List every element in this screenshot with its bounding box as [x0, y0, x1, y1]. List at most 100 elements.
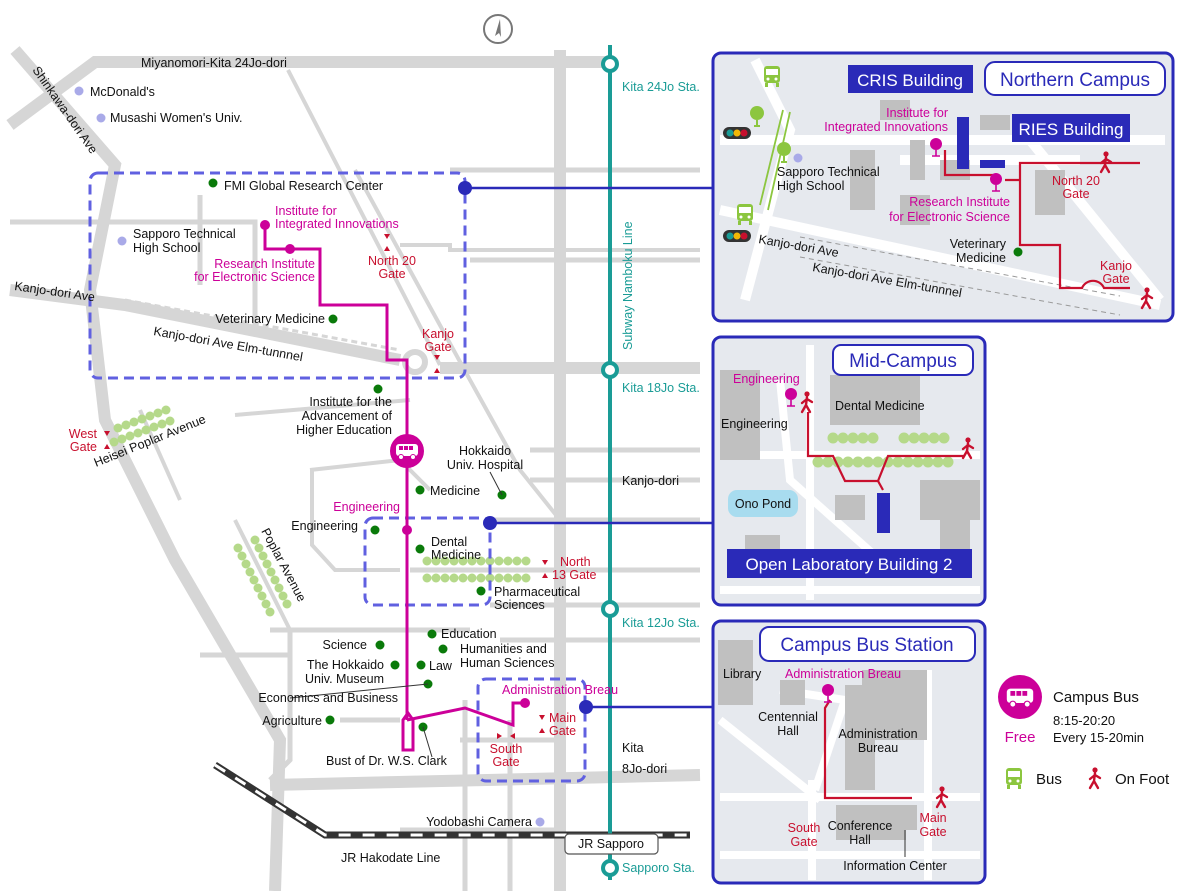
road-label-jr: JR Hakodate Line [341, 851, 440, 865]
label-west-gate-1: West [69, 427, 98, 441]
tree-dot [932, 456, 944, 468]
road-kanjo-ave [9, 284, 402, 366]
n-label-tech-1: Sapporo Technical [777, 165, 880, 179]
tree-dot [837, 432, 849, 444]
road-diag-1 [286, 69, 442, 366]
panel-bus-station[interactable]: Campus Bus Station Library Administratio… [711, 619, 987, 885]
tree-dot [512, 573, 522, 583]
n-label-iii-2: Integrated Innovations [824, 120, 948, 134]
road-nw [6, 56, 120, 130]
label-medicine: Medicine [430, 484, 480, 498]
bs-label-main-2: Gate [919, 825, 946, 839]
label-west-gate-2: Gate [70, 440, 97, 454]
tree-dot [258, 551, 268, 561]
gate-markers [104, 234, 548, 739]
label-stop-ries-1: Research Institute [214, 257, 315, 271]
label-main-gate-1: Main [549, 711, 576, 725]
road-minor-1 [10, 219, 258, 245]
n-label-ries-1: Research Institute [909, 195, 1010, 209]
stop-ries[interactable] [285, 244, 295, 254]
label-pharm-2: Sciences [494, 598, 545, 612]
tree-dot [266, 567, 276, 577]
gate-marker [384, 246, 390, 251]
landmark-dots [74, 86, 545, 827]
tree-dot [121, 420, 131, 430]
n-label-ries-2: for Electronic Science [889, 210, 1010, 224]
label-stop-engineering: Engineering [333, 500, 400, 514]
label-stop-admin: Administration Breau [502, 683, 618, 697]
road-poplar-3 [233, 519, 292, 631]
connector-dot-northern[interactable] [458, 181, 472, 195]
stop-admin[interactable] [520, 698, 530, 708]
campus-bus-hub[interactable] [390, 434, 424, 468]
tree-dot [165, 416, 175, 426]
tree-dot [485, 573, 495, 583]
label-stop-ries-2: for Electronic Science [194, 270, 315, 284]
stop-iii[interactable] [260, 220, 270, 230]
jr-sapporo-label: JR Sapporo [578, 837, 644, 851]
tree-dot [857, 432, 869, 444]
tree-dot [494, 556, 504, 566]
tree-dot [422, 573, 432, 583]
tree-dot [117, 434, 127, 444]
label-tech-1: Sapporo Technical [133, 227, 236, 241]
station-sapporo[interactable] [601, 859, 619, 877]
tree-dot [512, 556, 522, 566]
tree-dot [847, 432, 859, 444]
tree-dot [245, 567, 255, 577]
label-vet: Veterinary Medicine [215, 312, 325, 326]
label-kita24: Kita 24Jo Sta. [622, 80, 700, 94]
label-museum-1: The Hokkaido [307, 658, 384, 672]
tree-dot [109, 437, 119, 447]
tree-dot [282, 599, 292, 609]
tree-dot [898, 432, 910, 444]
station-kita24[interactable] [601, 55, 619, 73]
station-kita12[interactable] [601, 600, 619, 618]
legend-walker-icon [1088, 766, 1102, 790]
tree-dot [440, 573, 450, 583]
tree-dot [922, 456, 934, 468]
cris-building-label: CRIS Building [848, 65, 973, 93]
legend: Campus Bus 8:15-20:20 Every 15-20min Fre… [998, 675, 1170, 790]
bs-label-info: Information Center [843, 859, 947, 873]
olb2-label: Open Laboratory Building 2 [727, 549, 972, 578]
gate-marker [542, 573, 548, 578]
label-agriculture: Agriculture [262, 714, 322, 728]
label-engineering: Engineering [291, 519, 358, 533]
road-shinkawa [10, 46, 287, 891]
gate-marker [510, 733, 515, 739]
tree-dot [485, 556, 495, 566]
tree-dot [141, 425, 151, 435]
tree-dot [129, 417, 139, 427]
campus-bus-route [263, 225, 525, 752]
label-north13-1: North [560, 555, 591, 569]
tree-dot [872, 456, 884, 468]
gate-marker [542, 560, 548, 565]
north-arrow-icon [483, 14, 513, 44]
stop-engineering[interactable] [402, 525, 412, 535]
road-minor-6 [310, 470, 400, 572]
panel-northern-campus[interactable]: CRIS Building RIES Building Northern Cam… [711, 51, 1175, 323]
label-kita12: Kita 12Jo Sta. [622, 616, 700, 630]
tree-rows [109, 405, 531, 617]
northern-campus-title: Northern Campus [984, 61, 1166, 96]
tree-dot [494, 573, 504, 583]
label-econ: Economics and Business [258, 691, 398, 705]
connector-dot-mid[interactable] [483, 516, 497, 530]
label-science: Science [323, 638, 368, 652]
jr-sapporo-badge[interactable]: JR Sapporo [564, 833, 659, 855]
legend-bus-icon [1006, 768, 1022, 789]
bs-label-admin-stop: Administration Breau [785, 667, 901, 681]
panel-mid-campus[interactable]: Ono Pond Mid-Campus Engineering Engineer… [711, 335, 987, 607]
station-kita18[interactable] [601, 361, 619, 379]
n-label-vet-2: Medicine [956, 251, 1006, 265]
legend-frequency: Every 15-20min [1053, 730, 1144, 745]
n-label-north20-2: Gate [1062, 187, 1089, 201]
label-museum-2: Univ. Museum [305, 672, 384, 686]
label-humanities-2: Human Sciences [460, 656, 555, 670]
label-hospital-1: Hokkaido [459, 444, 511, 458]
tree-dot [521, 556, 531, 566]
label-musashi: Musashi Women's Univ. [110, 111, 243, 125]
connector-dot-bus-station[interactable] [579, 700, 593, 714]
tree-dot [237, 551, 247, 561]
